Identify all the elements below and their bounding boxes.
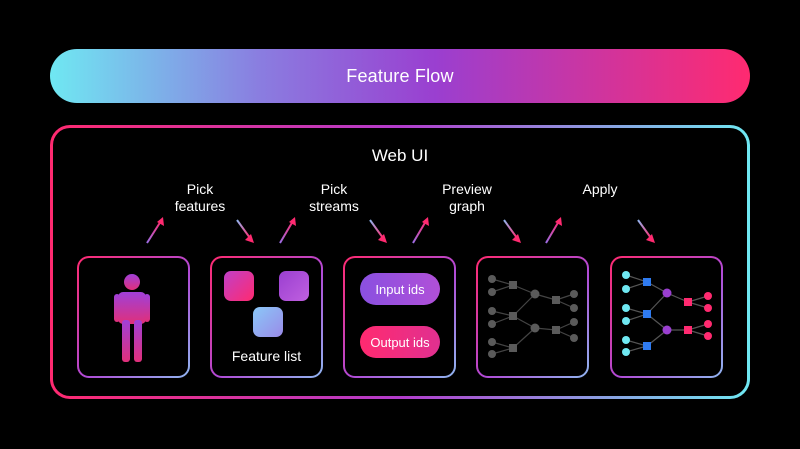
preview-graph-box — [476, 256, 589, 378]
banner-title: Feature Flow — [346, 65, 454, 86]
person-icon — [114, 274, 150, 362]
output-ids-pill: Output ids — [360, 326, 440, 358]
arrow-up-3-icon — [412, 217, 429, 244]
arrow-down-4-icon — [637, 219, 655, 243]
applied-graph-icon — [622, 271, 712, 356]
arrow-up-1-icon — [146, 217, 164, 244]
user-box — [77, 256, 190, 378]
step-label-apply: Apply — [582, 181, 618, 197]
feature-list-box: Feature list — [210, 256, 323, 378]
feature-tile-1 — [224, 271, 254, 301]
applied-graph-box — [610, 256, 723, 378]
feature-list-label: Feature list — [231, 348, 302, 364]
arrow-up-2-icon — [279, 217, 296, 244]
feature-flow-banner: Feature Flow — [50, 49, 750, 103]
input-ids-pill: Input ids — [360, 273, 440, 305]
feature-tile-3 — [253, 307, 283, 337]
preview-graph-icon — [488, 275, 578, 358]
arrow-down-1-icon — [236, 219, 254, 243]
arrow-up-4-icon — [545, 217, 562, 244]
feature-tile-2 — [279, 271, 309, 301]
arrow-down-3-icon — [503, 219, 521, 243]
streams-box: Input ids Output ids — [343, 256, 456, 378]
frame-title: Web UI — [371, 146, 429, 165]
arrow-down-2-icon — [369, 219, 387, 243]
